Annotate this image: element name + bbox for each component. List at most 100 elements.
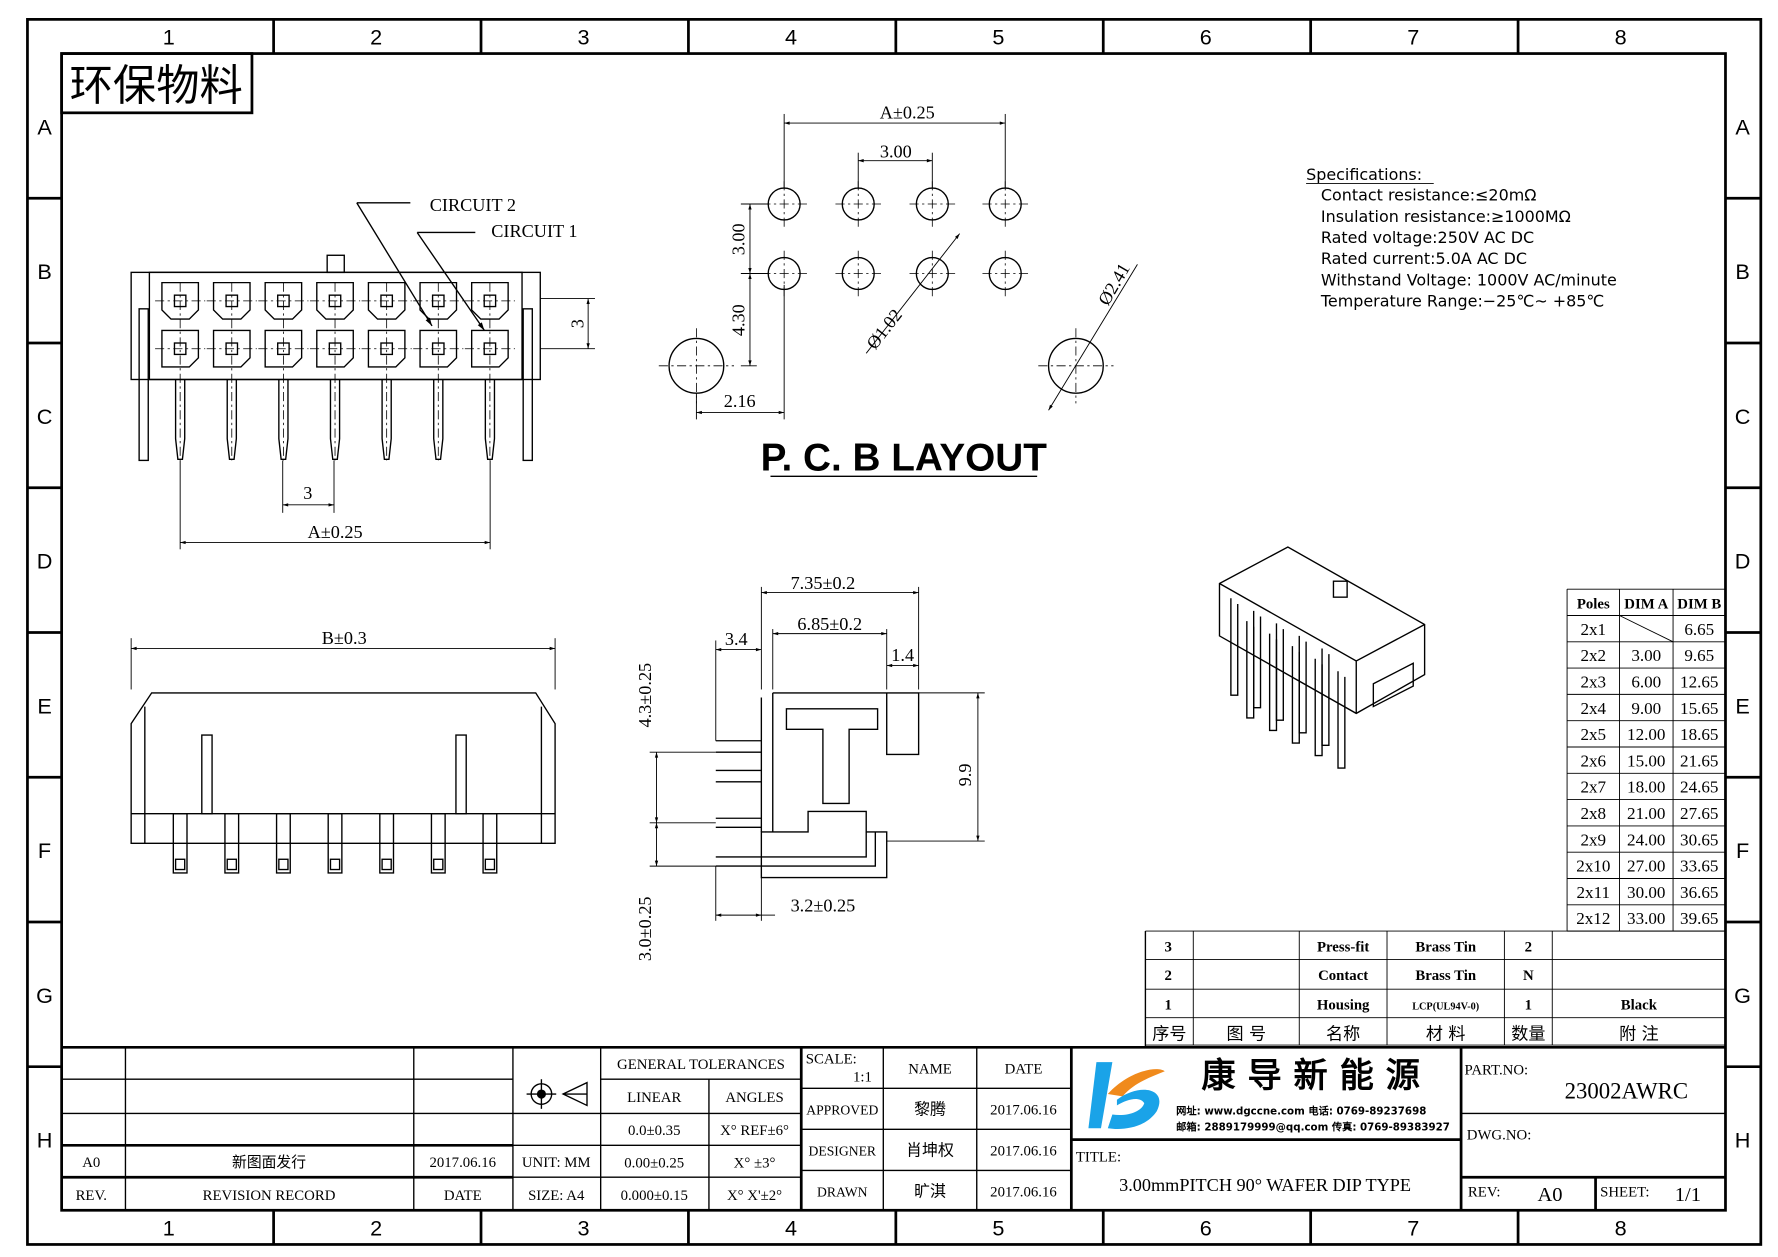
poles-cell: 39.65 [1680,909,1718,928]
poles-cell: 18.00 [1627,778,1665,797]
grid-row-label: G [36,983,53,1008]
pin-foot [482,813,498,874]
grid-column-label: 2 [370,24,382,49]
linear-tolerance: 0.000±0.15 [621,1188,688,1204]
part-no-label: PART.NO: [1465,1063,1529,1079]
pcb-dim-a: A±0.25 [880,103,935,123]
signoff-role: DRAWN [817,1185,868,1200]
angle-tolerance: X° ±3° [734,1156,776,1172]
grid-row-label: E [37,693,51,718]
contact-cavity [264,329,303,368]
grid-column-label: 4 [785,24,797,49]
contact-cavity [316,281,354,320]
grid-column-label: 3 [578,24,590,49]
bom-header: 数量 [1511,1024,1545,1044]
revision-rev: A0 [82,1155,100,1171]
signoff-date: 2017.06.16 [990,1103,1057,1119]
poles-cell: 9.65 [1684,646,1714,665]
side-dim-2: 6.85±0.2 [797,614,862,634]
signoff-role: APPROVED [806,1103,878,1118]
poles-cell: 2x7 [1580,778,1606,797]
grid-column-label: 8 [1615,1215,1627,1240]
signoff-name: 旷淇 [914,1182,946,1201]
bom-cell: 2 [1165,968,1172,984]
drawing-title: 3.00mmPITCH 90° WAFER DIP TYPE [1119,1175,1411,1195]
poles-cell: 27.00 [1627,857,1665,876]
angle-tolerance: X° X'±2° [727,1188,782,1204]
terminal-pin [433,379,444,460]
part-no: 23002AWRC [1565,1079,1688,1104]
pin-tip [484,858,496,871]
poles-cell: 2x2 [1580,646,1606,665]
pcb-layout-title: P. C. B LAYOUT [761,437,1048,480]
terminal-pin [278,379,289,460]
grid-column-label: 7 [1407,24,1419,49]
poles-cell: 2x11 [1577,883,1611,902]
signoff-role: DESIGNER [809,1144,877,1159]
contact-cavity [161,281,200,320]
grid-column-label: 6 [1200,1215,1212,1240]
revision-date: 2017.06.16 [429,1155,496,1171]
grid-row-label: F [1736,838,1749,863]
scale-value: 1:1 [853,1069,872,1085]
poles-cell: 12.00 [1627,725,1665,744]
revision-record: 新图面发行 [232,1154,306,1171]
poles-cell: 30.65 [1680,830,1718,849]
eco-material-stamp: 环保物料 [60,52,254,115]
terminal-pin [381,379,392,460]
pin-tip [433,858,444,871]
grid-column-label: 1 [163,24,175,49]
title-block: A0 新图面发行 2017.06.16 REV. REVISION RECORD… [61,1045,1726,1211]
poles-cell: 36.65 [1680,883,1718,902]
bom-header: 序号 [1152,1024,1186,1044]
grid-row-label: C [37,404,53,429]
bom-header: 附 注 [1619,1024,1659,1044]
poles-cell: 2x8 [1580,804,1606,823]
side-dim-5: 4.3±0.25 [635,663,655,728]
pin-foot [224,813,240,874]
side-dim-8: 3.2±0.25 [791,896,856,916]
pcb-layout: A±0.25 3.00 3.00 4.30 2.16 Ø1.02 Ø2.41 P… [658,103,1138,480]
grid-column-label: 2 [370,1215,382,1240]
poles-cell: 6.65 [1684,620,1714,639]
circuit-1-label: CIRCUIT 1 [491,221,577,241]
isometric-view [1218,546,1426,769]
contact-cavity [161,329,200,368]
grid-row-label: H [37,1128,53,1153]
iso-pin [1275,623,1300,744]
row-pitch-dim: 3 [568,319,588,328]
poles-cell: 33.00 [1627,909,1665,928]
bom-cell: Contact [1318,968,1368,984]
dim-b-label: B±0.3 [322,628,367,648]
iso-pin [1252,610,1278,732]
angles-label: ANGLES [725,1090,783,1106]
grid-row-label: C [1735,404,1751,429]
poles-cell: 2x3 [1580,672,1606,691]
side-dim-4: 1.4 [891,645,914,665]
poles-header: Poles [1577,597,1610,613]
grid-column-label: 5 [992,24,1004,49]
poles-cell: 2x4 [1580,699,1606,718]
poles-header: DIM B [1677,597,1721,613]
iso-pin [1230,598,1255,719]
poles-header: DIM A [1624,597,1668,613]
pcb-offset-v: 4.30 [728,304,748,336]
dim-a-label: A±0.25 [308,522,363,542]
scale-label: SCALE: [806,1051,857,1067]
linear-label: LINEAR [627,1090,681,1106]
spec-line: Rated voltage:250V AC DC [1321,228,1534,247]
poles-cell: 21.65 [1680,751,1718,770]
grid-row-label: A [1735,114,1750,139]
dwg-no-label: DWG.NO: [1467,1128,1532,1144]
pcb-row-pitch: 3.00 [728,223,748,255]
unit-label: UNIT: MM [522,1155,591,1171]
spec-line: Withstand Voltage: 1000V AC/minute [1321,270,1617,289]
bom-cell: Brass Tin [1415,968,1476,984]
rev-value: A0 [1537,1184,1562,1206]
poles-cell: 2x5 [1580,725,1606,744]
pin-foot [379,813,395,874]
grid-row-label: F [38,838,51,863]
company-contact-2: 邮箱: 2889179999@qq.com 传真: 0769-89383927 [1176,1121,1450,1134]
poles-cell: 3.00 [1631,646,1661,665]
linear-tolerance: 0.0±0.35 [628,1123,681,1139]
